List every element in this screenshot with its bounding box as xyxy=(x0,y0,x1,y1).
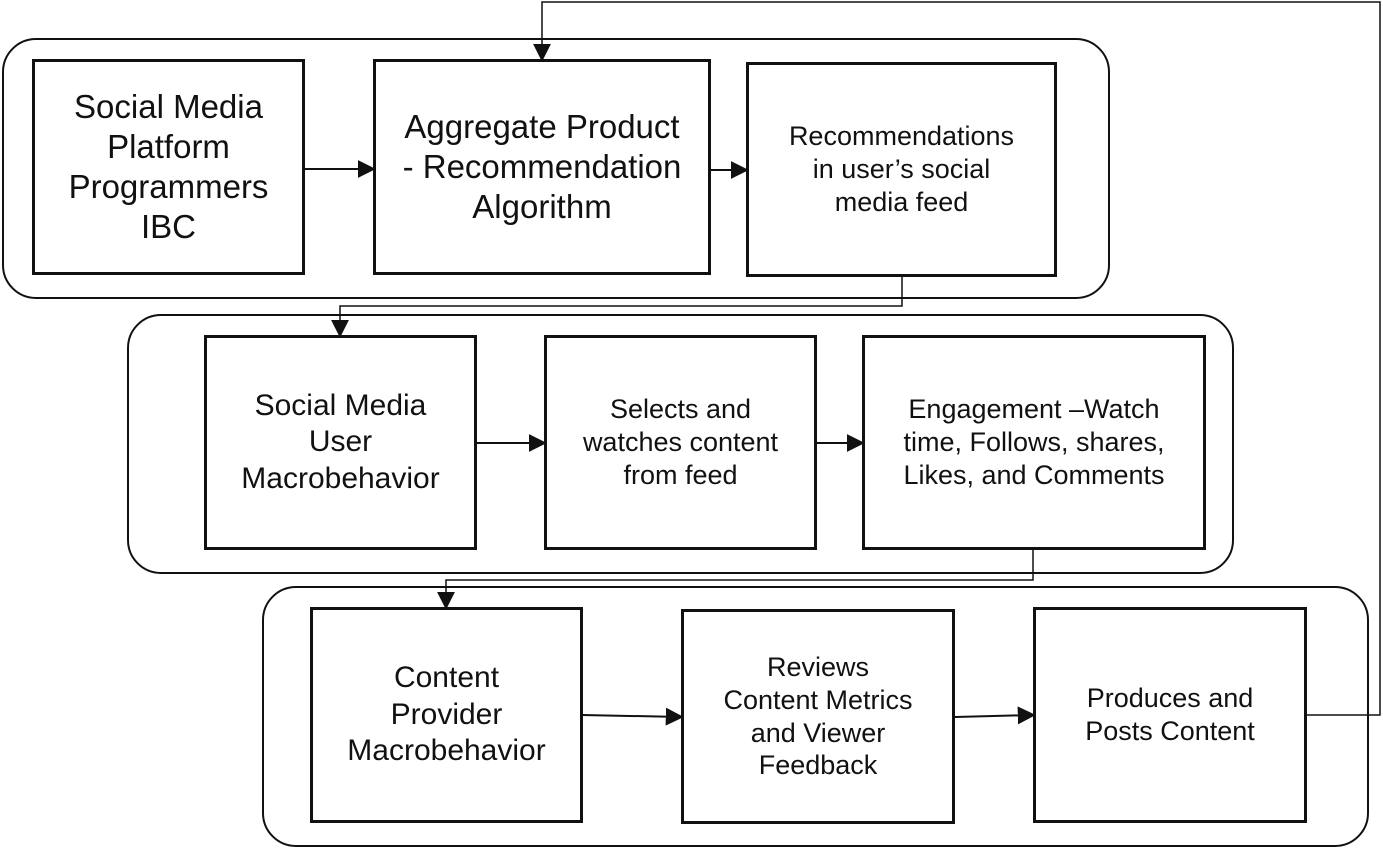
box-engagement: Engagement –Watch time, Follows, shares,… xyxy=(862,335,1206,550)
box-reviews-metrics: Reviews Content Metrics and Viewer Feedb… xyxy=(681,609,955,824)
arrow-recommendations-to-user xyxy=(331,276,903,338)
box-produces-posts: Produces and Posts Content xyxy=(1033,607,1307,823)
arrow-feedback-loop xyxy=(533,1,1381,716)
box-label: Engagement –Watch time, Follows, shares,… xyxy=(903,394,1165,490)
box-label: Produces and Posts Content xyxy=(1085,683,1255,746)
arrow-reviews-to-produces xyxy=(954,706,1036,725)
box-label: Reviews Content Metrics and Viewer Feedb… xyxy=(723,651,913,781)
group-platform xyxy=(2,38,1110,299)
group-user xyxy=(127,314,1234,574)
box-label: Content Provider Macrobehavior xyxy=(347,661,546,768)
box-label: Social Media Platform Programmers IBC xyxy=(68,87,269,246)
box-selects-watches: Selects and watches content from feed xyxy=(544,335,817,550)
box-label: Social Media User Macrobehavior xyxy=(241,388,440,495)
box-user-macrobehavior: Social Media User Macrobehavior xyxy=(204,335,477,550)
arrow-engagement-to-provider xyxy=(437,550,1034,610)
box-label: Aggregate Product - Recommendation Algor… xyxy=(402,107,682,226)
box-provider-macrobehavior: Content Provider Macrobehavior xyxy=(310,607,583,823)
arrow-provider-to-reviews xyxy=(581,707,684,726)
group-provider xyxy=(262,586,1369,847)
box-recommendation-algorithm: Aggregate Product - Recommendation Algor… xyxy=(373,59,711,275)
box-label: Recommendations in user’s social media f… xyxy=(788,121,1015,217)
box-feed-recommendations: Recommendations in user’s social media f… xyxy=(746,62,1057,277)
box-label: Selects and watches content from feed xyxy=(582,394,779,490)
box-platform-programmers: Social Media Platform Programmers IBC xyxy=(32,59,305,275)
